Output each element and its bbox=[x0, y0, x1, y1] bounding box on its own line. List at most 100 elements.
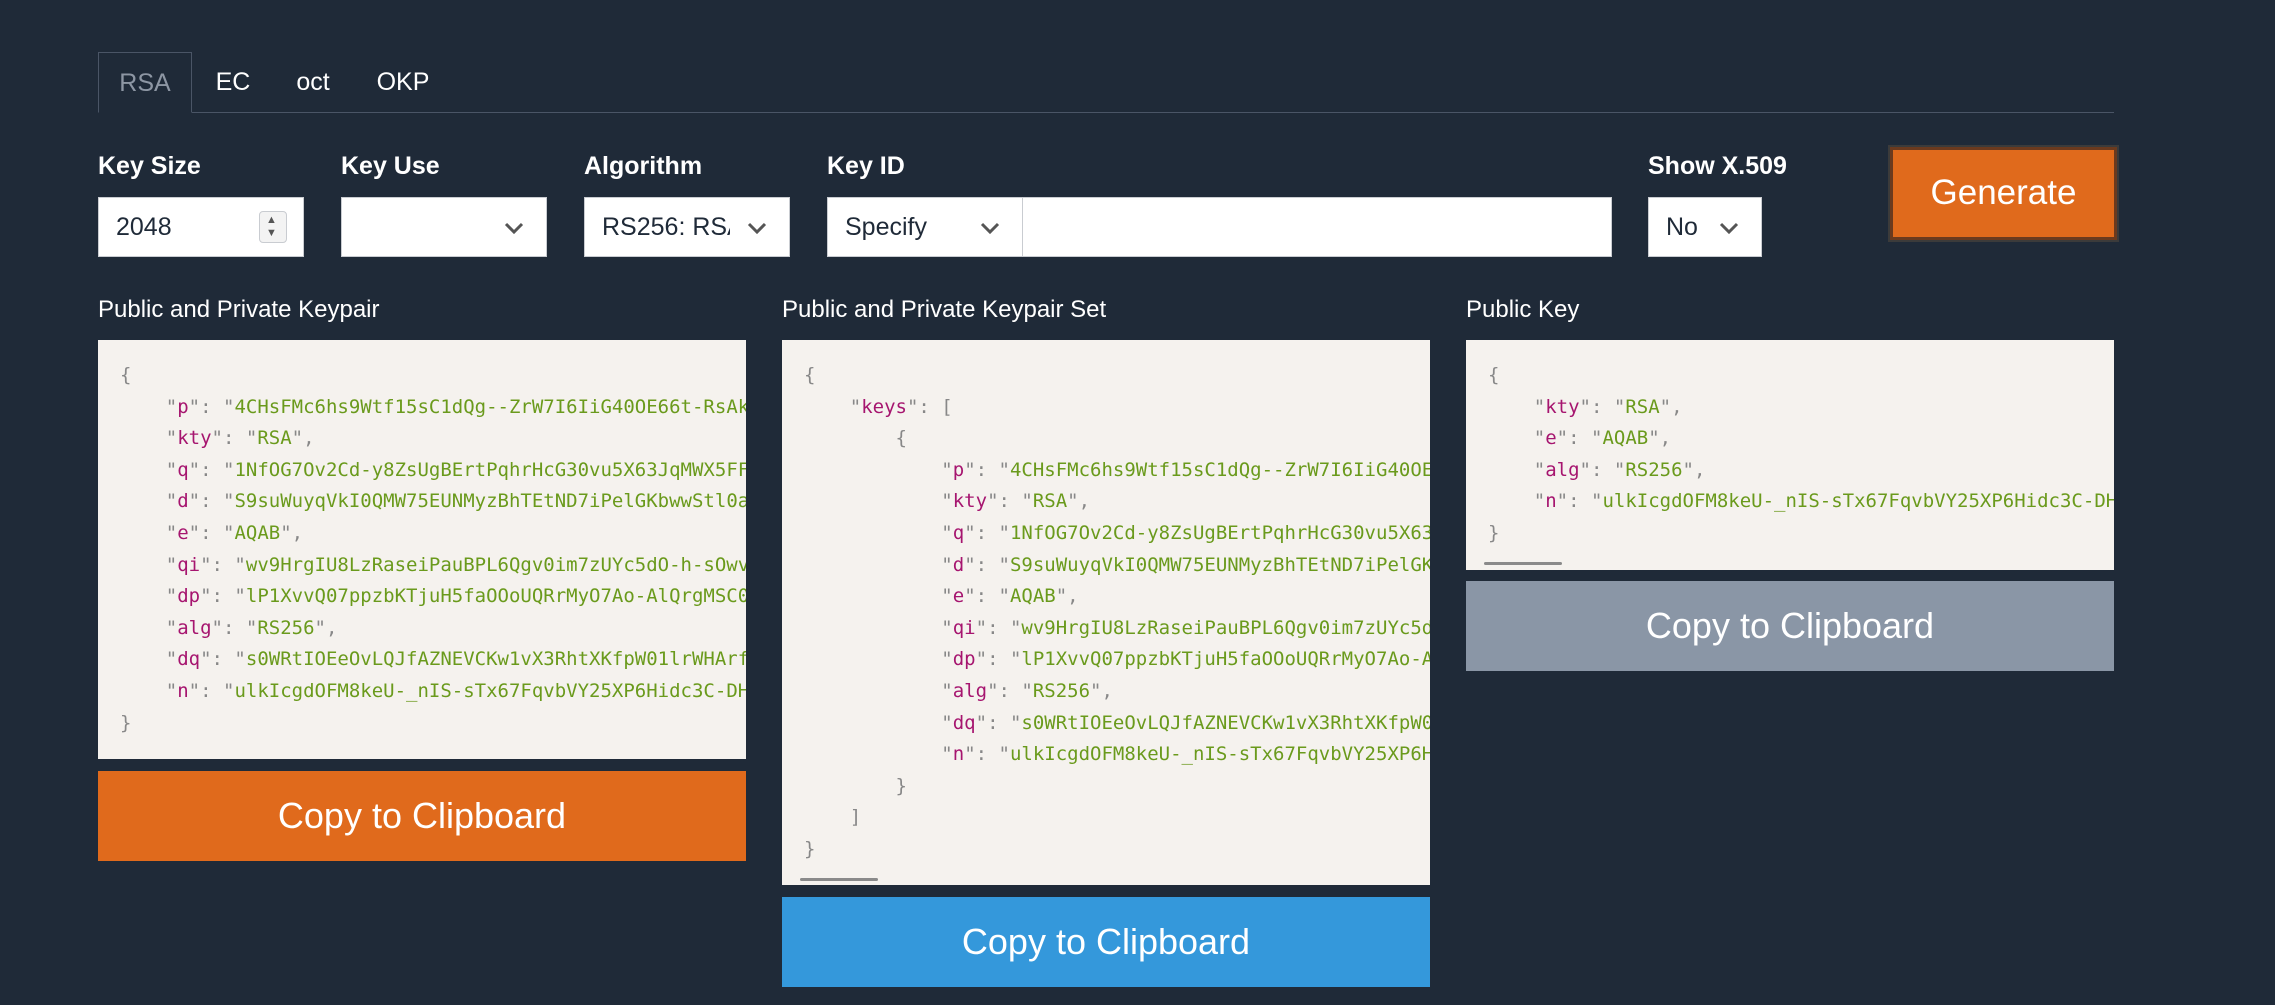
key-use-label: Key Use bbox=[341, 152, 440, 180]
json-key: alg bbox=[1545, 458, 1580, 481]
json-key: kty bbox=[952, 490, 988, 513]
key-id-mode-select[interactable]: Specify bbox=[827, 197, 1023, 257]
json-key: alg bbox=[952, 679, 988, 702]
json-brace: { bbox=[804, 364, 816, 386]
stepper-down-icon[interactable]: ▼ bbox=[266, 227, 277, 239]
copy-keypair-set-button[interactable]: Copy to Clipboard bbox=[782, 897, 1430, 987]
key-use-select[interactable] bbox=[341, 197, 547, 257]
json-value: 4CHsFMc6hs9Wtf15sC1dQg--ZrW7I6IiG40OE66t… bbox=[234, 395, 746, 418]
json-line: "dq": "s0WRtIOEeOvLQJfAZNEVCKw1vX3RhtXKf… bbox=[804, 708, 1430, 740]
json-value: 1NfOG7Ov2Cd-y8ZsUgBErtPqhrHcG30vu5X63JqM… bbox=[234, 458, 746, 481]
json-line: "qi": "wv9HrgIU8LzRaseiPauBPL6Qgv0im7zUY… bbox=[804, 613, 1430, 645]
json-key: qi bbox=[177, 553, 201, 576]
json-key: e bbox=[1545, 427, 1557, 450]
key-size-label: Key Size bbox=[98, 152, 201, 180]
json-key: q bbox=[952, 521, 965, 544]
json-line: "kty": "RSA", bbox=[165, 427, 315, 450]
json-line: "kty": "RSA", bbox=[941, 490, 1091, 513]
keypair-code-panel[interactable]: { "p": "4CHsFMc6hs9Wtf15sC1dQg--ZrW7I6Ii… bbox=[98, 340, 746, 759]
json-line: "dp": "lP1XvvQ07ppzbKTjuH5faOOoUQRrMyO7A… bbox=[804, 644, 1430, 676]
json-bracket: ] bbox=[804, 806, 862, 829]
tab-rsa[interactable]: RSA bbox=[98, 52, 192, 113]
json-value: RSA bbox=[257, 427, 292, 450]
copy-public-key-button[interactable]: Copy to Clipboard bbox=[1466, 581, 2114, 671]
algorithm-label: Algorithm bbox=[584, 152, 703, 180]
json-key: kty bbox=[1545, 395, 1580, 418]
json-key: d bbox=[177, 490, 189, 513]
keypair-json: { "p": "4CHsFMc6hs9Wtf15sC1dQg--ZrW7I6Ii… bbox=[120, 360, 746, 739]
key-size-value: 2048 bbox=[116, 213, 172, 241]
json-line: "alg": "RS256", bbox=[941, 679, 1113, 702]
json-key: n bbox=[952, 743, 965, 766]
chevron-down-icon bbox=[978, 216, 1002, 240]
json-key: dq bbox=[952, 711, 976, 734]
json-value: 4CHsFMc6hs9Wtf15sC1dQg--ZrW7I6IiG40OE bbox=[1009, 458, 1430, 481]
json-key: alg bbox=[177, 616, 212, 639]
json-value: AQAB bbox=[1602, 427, 1649, 450]
json-line: "q": "1NfOG7Ov2Cd-y8ZsUgBErtPqhrHcG30vu5… bbox=[804, 518, 1430, 550]
json-brace: { bbox=[1488, 364, 1500, 386]
json-key: qi bbox=[952, 616, 976, 639]
horizontal-scrollbar[interactable] bbox=[800, 878, 878, 881]
json-value: lP1XvvQ07ppzbKTjuH5faOOoUQRrMyO7Ao-AlQrg… bbox=[245, 585, 746, 608]
generate-button[interactable]: Generate bbox=[1890, 147, 2117, 240]
json-line: "d": "S9suWuyqVkI0QMW75EUNMyzBhTEtND7iPe… bbox=[120, 486, 746, 518]
key-id-input[interactable] bbox=[1022, 197, 1612, 257]
public-key-code-panel[interactable]: { "kty": "RSA", "e": "AQAB", "alg": "RS2… bbox=[1466, 340, 2114, 570]
json-value: S9suWuyqVkI0QMW75EUNMyzBhTEtND7iPelGKbww… bbox=[234, 490, 746, 513]
json-brace: } bbox=[1488, 521, 1500, 544]
key-size-stepper[interactable]: ▲ ▼ bbox=[259, 211, 287, 243]
json-key: d bbox=[952, 553, 965, 576]
algorithm-select[interactable]: RS256: RSASSA-PKCS1-v1_5 using SHA-256 bbox=[584, 197, 790, 257]
json-value: RS256 bbox=[257, 616, 315, 639]
json-key: p bbox=[177, 395, 189, 418]
json-line: "dq": "s0WRtIOEeOvLQJfAZNEVCKw1vX3RhtXKf… bbox=[120, 644, 746, 676]
json-line: "e": "AQAB", bbox=[165, 521, 304, 544]
json-line: "kty": "RSA", bbox=[1533, 395, 1683, 418]
show-x509-select[interactable]: No bbox=[1648, 197, 1762, 257]
tab-okp[interactable]: OKP bbox=[376, 68, 430, 96]
json-value: wv9HrgIU8LzRaseiPauBPL6Qgv0im7zUYc5dO bbox=[1021, 616, 1430, 639]
keypair-set-title: Public and Private Keypair Set bbox=[782, 296, 1107, 323]
json-value: RS256 bbox=[1625, 458, 1683, 481]
json-key: kty bbox=[177, 427, 212, 450]
json-value: RS256 bbox=[1032, 679, 1091, 702]
json-value: ulkIcgdOFM8keU-_nIS-sTx67FqvbVY25XP6H bbox=[1009, 743, 1430, 766]
json-value: s0WRtIOEeOvLQJfAZNEVCKw1vX3RhtXKfpW01 bbox=[1021, 711, 1430, 734]
json-brace: { bbox=[804, 427, 907, 450]
horizontal-scrollbar[interactable] bbox=[1484, 562, 1562, 565]
chevron-down-icon bbox=[745, 216, 769, 240]
stepper-up-icon[interactable]: ▲ bbox=[266, 214, 277, 226]
key-id-mode-value: Specify bbox=[845, 213, 927, 241]
json-value: AQAB bbox=[1009, 585, 1056, 608]
json-value: RSA bbox=[1625, 395, 1660, 418]
tab-oct[interactable]: oct bbox=[296, 68, 330, 96]
chevron-down-icon bbox=[1717, 216, 1741, 240]
json-value: S9suWuyqVkI0QMW75EUNMyzBhTEtND7iPelGK bbox=[1009, 553, 1430, 576]
json-brace: } bbox=[120, 711, 132, 734]
json-brace: { bbox=[120, 364, 132, 386]
json-line: "n": "ulkIcgdOFM8keU-_nIS-sTx67FqvbVY25X… bbox=[1488, 486, 2114, 518]
json-line: "e": "AQAB", bbox=[1533, 427, 1672, 450]
json-line: "n": "ulkIcgdOFM8keU-_nIS-sTx67FqvbVY25X… bbox=[120, 676, 746, 708]
json-value: ulkIcgdOFM8keU-_nIS-sTx67FqvbVY25XP6Hidc… bbox=[234, 679, 746, 702]
json-value: s0WRtIOEeOvLQJfAZNEVCKw1vX3RhtXKfpW01lrW… bbox=[245, 648, 746, 671]
tab-ec[interactable]: EC bbox=[215, 68, 251, 96]
json-key: dq bbox=[177, 648, 201, 671]
json-key: n bbox=[177, 679, 189, 702]
key-id-label: Key ID bbox=[827, 152, 905, 180]
keypair-set-code-panel[interactable]: { "keys": [ { "p": "4CHsFMc6hs9Wtf15sC1d… bbox=[782, 340, 1430, 885]
key-size-input[interactable]: 2048 ▲ ▼ bbox=[98, 197, 304, 257]
json-line: "e": "AQAB", bbox=[941, 585, 1079, 608]
json-line: "p": "4CHsFMc6hs9Wtf15sC1dQg--ZrW7I6IiG4… bbox=[120, 392, 746, 424]
json-value: AQAB bbox=[234, 521, 281, 544]
json-line: "q": "1NfOG7Ov2Cd-y8ZsUgBErtPqhrHcG30vu5… bbox=[120, 455, 746, 487]
json-line: "qi": "wv9HrgIU8LzRaseiPauBPL6Qgv0im7zUY… bbox=[120, 550, 746, 582]
copy-keypair-button[interactable]: Copy to Clipboard bbox=[98, 771, 746, 861]
json-key: p bbox=[952, 458, 965, 481]
json-value: wv9HrgIU8LzRaseiPauBPL6Qgv0im7zUYc5dO-h-… bbox=[245, 553, 746, 576]
keypair-title: Public and Private Keypair bbox=[98, 296, 380, 323]
json-brace: } bbox=[804, 774, 907, 797]
json-brace: } bbox=[804, 837, 816, 860]
json-value: 1NfOG7Ov2Cd-y8ZsUgBErtPqhrHcG30vu5X63 bbox=[1009, 521, 1430, 544]
